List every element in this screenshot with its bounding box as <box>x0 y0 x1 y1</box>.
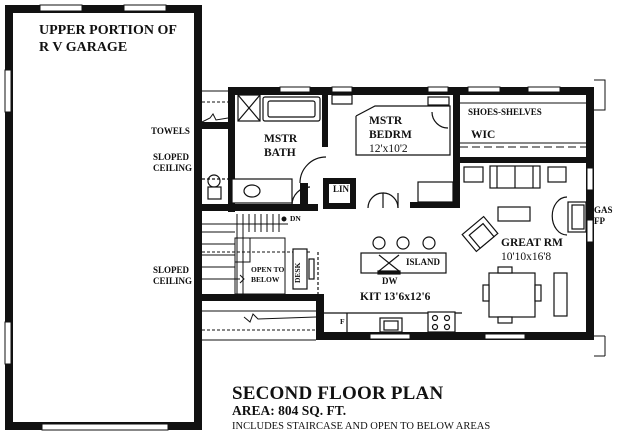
gas-fp-line2: FP <box>594 216 605 227</box>
towels-label: TOWELS <box>151 126 190 136</box>
sloped-ceiling-upper-line1: SLOPED <box>153 152 190 162</box>
mstr-bath-line1: MSTR <box>264 133 298 145</box>
lin-label: LIN <box>333 184 350 194</box>
dw-label: DW <box>382 276 398 286</box>
garage-label-line2: R V GARAGE <box>39 39 128 55</box>
plan-title: SECOND FLOOR PLAN <box>232 383 444 404</box>
garage-windows <box>4 4 169 431</box>
mstr-bedrm-line1: MSTR <box>369 115 403 127</box>
fridge-label: F <box>340 317 345 326</box>
roof-lines <box>201 79 606 357</box>
mstr-bath-label: MSTR BATH <box>264 133 297 159</box>
bath-door <box>291 156 327 206</box>
staircase <box>202 214 310 295</box>
bedroom-fixtures <box>331 94 454 209</box>
desk-label: DESK <box>293 262 302 283</box>
garage-label-line1: UPPER PORTION OF <box>39 23 177 38</box>
shoes-shelves-label: SHOES-SHELVES <box>468 107 542 117</box>
kitchen-fixtures <box>324 236 462 333</box>
sloped-ceiling-upper-line2: CEILING <box>153 163 193 174</box>
bath-fixtures <box>202 94 321 204</box>
wic-shelves <box>460 102 586 148</box>
mstr-bath-line2: BATH <box>264 147 296 160</box>
open-to-below-line2: BELOW <box>251 274 280 284</box>
desk <box>292 248 319 294</box>
sloped-ceiling-upper-label: SLOPED CEILING <box>153 152 193 174</box>
great-rm-line1: GREAT RM <box>501 237 563 249</box>
open-to-below-label: OPEN TO BELOW <box>251 266 284 284</box>
sloped-ceiling-lower-label: SLOPED CEILING <box>153 265 193 287</box>
garage-wall-left-full <box>5 5 202 430</box>
great-rm-label: GREAT RM 10'10x16'8 <box>501 237 563 263</box>
island-label: ISLAND <box>406 257 441 267</box>
mstr-bedrm-label: MSTR BEDRM 12'x10'2 <box>369 115 412 155</box>
kitchen-label: KIT 13'6x12'6 <box>360 291 431 303</box>
great-room-furniture <box>461 165 587 324</box>
house-windows <box>279 86 594 340</box>
dn-label: DN <box>290 214 301 223</box>
mstr-bedrm-dims: 12'x10'2 <box>369 143 408 156</box>
plan-note: INCLUDES STAIRCASE AND OPEN TO BELOW ARE… <box>232 421 491 432</box>
gas-fp-label: GAS FP <box>594 205 613 227</box>
gas-fp-line1: GAS <box>594 205 613 215</box>
sloped-ceiling-lower-line1: SLOPED <box>153 265 190 275</box>
sloped-ceiling-lower-line2: CEILING <box>153 276 193 287</box>
mstr-bedrm-line2: BEDRM <box>369 129 412 142</box>
wic-label: WIC <box>471 129 496 141</box>
open-to-below-line1: OPEN TO <box>251 265 285 274</box>
great-rm-dims: 10'10x16'8 <box>501 251 552 264</box>
plan-area: AREA: 804 SQ. FT. <box>232 403 347 418</box>
garage-label: UPPER PORTION OF R V GARAGE <box>39 23 177 55</box>
